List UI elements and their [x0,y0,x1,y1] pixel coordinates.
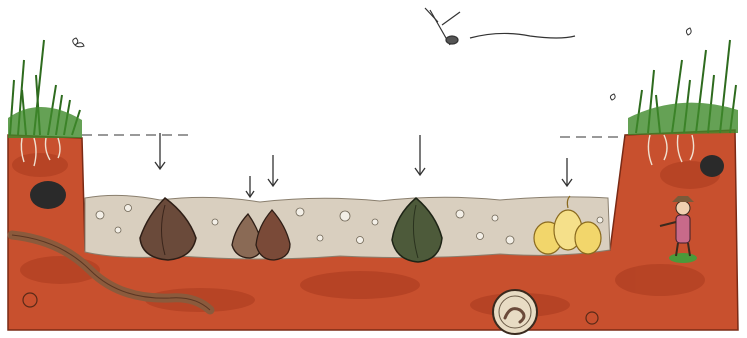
burrow-grub-icon [493,290,537,334]
